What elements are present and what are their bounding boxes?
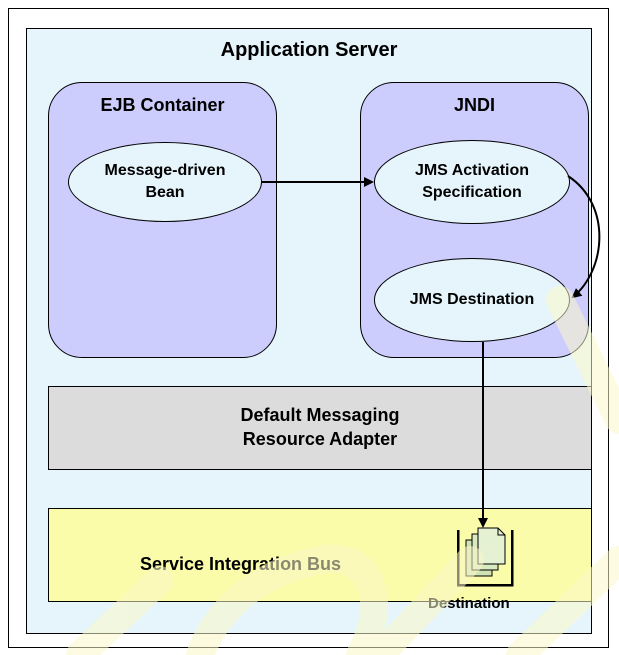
destination-label: Destination	[428, 595, 510, 612]
ejb-container-title: EJB Container	[100, 95, 225, 115]
jndi-title: JNDI	[453, 95, 495, 115]
message-driven-bean-node: Message-driven Bean	[68, 142, 262, 222]
default-messaging-resource-adapter-box: Default Messaging Resource Adapter	[48, 386, 592, 470]
jms-destination-node: JMS Destination	[374, 258, 570, 342]
application-server-title: Application Server	[220, 39, 398, 61]
jms-activation-specification-node: JMS Activation Specification	[374, 140, 570, 224]
service-integration-bus-label: Service Integration Bus	[140, 554, 342, 574]
resource-adapter-label: Default Messaging Resource Adapter	[240, 405, 400, 449]
